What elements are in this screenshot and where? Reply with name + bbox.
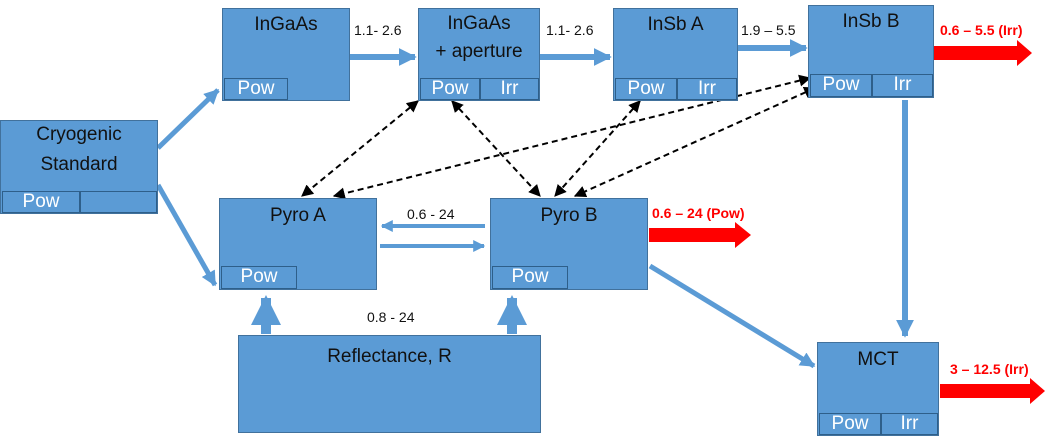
dashed-ap-pyroa bbox=[301, 100, 419, 197]
edge-label-pyro-b-to-pyro-a: 0.6 - 24 bbox=[407, 206, 455, 222]
dashed-insbb-pyrob bbox=[573, 86, 817, 198]
insb-b-pow-port[interactable]: Pow bbox=[810, 74, 872, 97]
edge-label-insb-a-to-insb-b: 1.9 – 5.5 bbox=[741, 22, 796, 38]
pyro-b-pow-port[interactable]: Pow bbox=[492, 266, 568, 289]
edge-label-aperture-to-insb-a: 1.1- 2.6 bbox=[546, 22, 594, 38]
edge-label-reflectance: 0.8 - 24 bbox=[367, 309, 415, 325]
pyro-a-title: Pyro A bbox=[270, 205, 326, 226]
pyro-b-title: Pyro B bbox=[540, 205, 598, 226]
insb-a-pow-port[interactable]: Pow bbox=[615, 78, 677, 100]
insb-b-title: InSb B bbox=[842, 11, 900, 32]
cryogenic-blank-port[interactable] bbox=[80, 191, 157, 213]
ingaas-node[interactable]: InGaAs Pow bbox=[222, 8, 350, 101]
output-label-pyro-b: 0.6 – 24 (Pow) bbox=[652, 205, 745, 221]
arrow-cryo-to-pyroa bbox=[155, 183, 218, 287]
insb-a-irr-port[interactable]: Irr bbox=[677, 78, 737, 100]
cryogenic-title-line2: Standard bbox=[40, 154, 118, 175]
insb-a-title: InSb A bbox=[647, 14, 704, 35]
dashed-insba-pyrob bbox=[554, 100, 641, 197]
mct-title: MCT bbox=[857, 349, 899, 370]
pyro-b-node[interactable]: Pyro B Pow bbox=[490, 198, 648, 290]
ingaas-aperture-irr-port[interactable]: Irr bbox=[480, 78, 539, 100]
output-label-mct: 3 – 12.5 (Irr) bbox=[950, 361, 1029, 377]
insb-b-irr-port[interactable]: Irr bbox=[872, 74, 933, 97]
output-arrow-mct bbox=[940, 378, 1045, 404]
pyro-a-node[interactable]: Pyro A Pow bbox=[219, 198, 377, 290]
ingaas-aperture-node[interactable]: InGaAs + aperture Pow Irr bbox=[418, 8, 540, 101]
insb-b-node[interactable]: InSb B Pow Irr bbox=[808, 5, 934, 98]
reflectance-node[interactable]: Reflectance, R bbox=[238, 335, 541, 433]
ingaas-aperture-title-line2: + aperture bbox=[435, 41, 523, 62]
output-arrow-pyrob bbox=[649, 222, 751, 248]
ingaas-aperture-pow-port[interactable]: Pow bbox=[420, 78, 480, 100]
edge-label-ingaas-to-aperture: 1.1- 2.6 bbox=[354, 22, 402, 38]
mct-node[interactable]: MCT Pow Irr bbox=[817, 342, 939, 436]
output-arrow-insbb bbox=[934, 40, 1032, 66]
cryogenic-standard-node[interactable]: Cryogenic Standard Pow bbox=[0, 120, 158, 214]
cryogenic-pow-port[interactable]: Pow bbox=[2, 191, 80, 213]
mct-irr-port[interactable]: Irr bbox=[881, 413, 938, 435]
pyro-a-pow-port[interactable]: Pow bbox=[221, 266, 297, 289]
insb-a-node[interactable]: InSb A Pow Irr bbox=[613, 8, 738, 101]
reflectance-title: Reflectance, R bbox=[327, 346, 452, 367]
output-label-insb-b: 0.6 – 5.5 (Irr) bbox=[940, 22, 1023, 38]
arrow-pyrob-to-mct bbox=[648, 263, 816, 369]
ingaas-title: InGaAs bbox=[254, 14, 318, 35]
ingaas-aperture-title-line1: InGaAs bbox=[447, 13, 511, 34]
ingaas-pow-port[interactable]: Pow bbox=[224, 78, 288, 100]
arrow-cryo-to-ingaas bbox=[156, 88, 220, 150]
mct-pow-port[interactable]: Pow bbox=[819, 413, 881, 435]
cryogenic-title-line1: Cryogenic bbox=[36, 124, 122, 145]
